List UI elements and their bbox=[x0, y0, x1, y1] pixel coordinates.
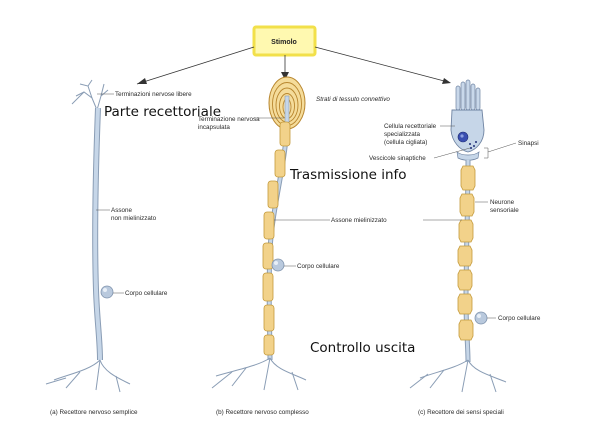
label-neurone-2: sensoriale bbox=[490, 207, 519, 214]
free-nerve-endings bbox=[71, 79, 109, 111]
caption-b: (b) Recettore nervoso complesso bbox=[216, 409, 309, 416]
panel-c: Cellula recettoriale specializzata (cell… bbox=[369, 79, 541, 416]
label-strati: Strati di tessuto connettivo bbox=[316, 96, 390, 103]
label-assone-a-2: non mielinizzato bbox=[111, 215, 157, 222]
synaptic-vesicles bbox=[469, 141, 477, 149]
stimulus-label: Stimolo bbox=[271, 39, 297, 46]
panel-b: Strati di tessuto connettivo Terminazion… bbox=[198, 76, 390, 416]
myelin-sheath-c bbox=[457, 165, 476, 341]
cell-body-b bbox=[271, 258, 285, 272]
stimulus-box bbox=[252, 25, 317, 57]
stimulus-arrow-a bbox=[136, 46, 255, 85]
label-corpo-c: Corpo cellulare bbox=[498, 315, 541, 322]
unmyelinated-axon bbox=[93, 107, 102, 361]
stimulus-arrowhead-a bbox=[137, 78, 147, 84]
stimulus-arrowhead-c bbox=[442, 78, 451, 84]
caption-c: (c) Recettore dei sensi speciali bbox=[418, 409, 504, 416]
roots-c bbox=[409, 359, 507, 393]
hair-cell bbox=[450, 109, 485, 153]
label-cellula-2: specializzata bbox=[384, 131, 421, 138]
overlay-controllo-uscita: Controllo uscita bbox=[310, 340, 415, 356]
label-cellula-3: (cellula cigliata) bbox=[384, 139, 427, 146]
encapsulated-ending bbox=[268, 76, 306, 130]
label-assone-a-1: Assone bbox=[111, 207, 133, 214]
overlay-annotations: Parte recettoriale Trasmissione info Con… bbox=[104, 104, 415, 356]
cell-body-c bbox=[474, 311, 488, 325]
label-neurone-1: Neurone bbox=[490, 199, 515, 206]
stimulus-arrow-c bbox=[314, 46, 449, 83]
stimulus-group: Stimolo bbox=[136, 25, 451, 85]
stimulus-arrowhead-b bbox=[281, 72, 289, 80]
overlay-parte-recettoriale: Parte recettoriale bbox=[104, 104, 221, 120]
label-terminazione-2: incapsulata bbox=[198, 124, 230, 131]
overlay-trasmissione-info: Trasmissione info bbox=[289, 167, 407, 183]
myelin-sheath-b bbox=[262, 121, 291, 356]
cilia bbox=[455, 79, 481, 111]
panel-a: Terminazioni nervose libere Assone non m… bbox=[45, 79, 192, 416]
roots-a bbox=[45, 359, 131, 393]
caption-a: (a) Recettore nervoso semplice bbox=[50, 409, 138, 416]
label-terminazione-1: Terminazione nervosa bbox=[198, 116, 260, 123]
label-corpo-b: Corpo cellulare bbox=[297, 263, 340, 270]
label-corpo-a: Corpo cellulare bbox=[125, 290, 168, 297]
synapse-terminal bbox=[456, 151, 480, 161]
roots-b bbox=[211, 357, 307, 391]
label-vescicole: Vescicole sinaptiche bbox=[369, 155, 426, 162]
label-cellula-1: Cellula recettoriale bbox=[384, 123, 437, 130]
cell-body-a bbox=[100, 285, 114, 299]
label-terminazioni: Terminazioni nervose libere bbox=[115, 91, 192, 98]
label-sinapsi: Sinapsi bbox=[518, 140, 539, 147]
label-assone-b: Assone mielinizzato bbox=[331, 217, 387, 224]
